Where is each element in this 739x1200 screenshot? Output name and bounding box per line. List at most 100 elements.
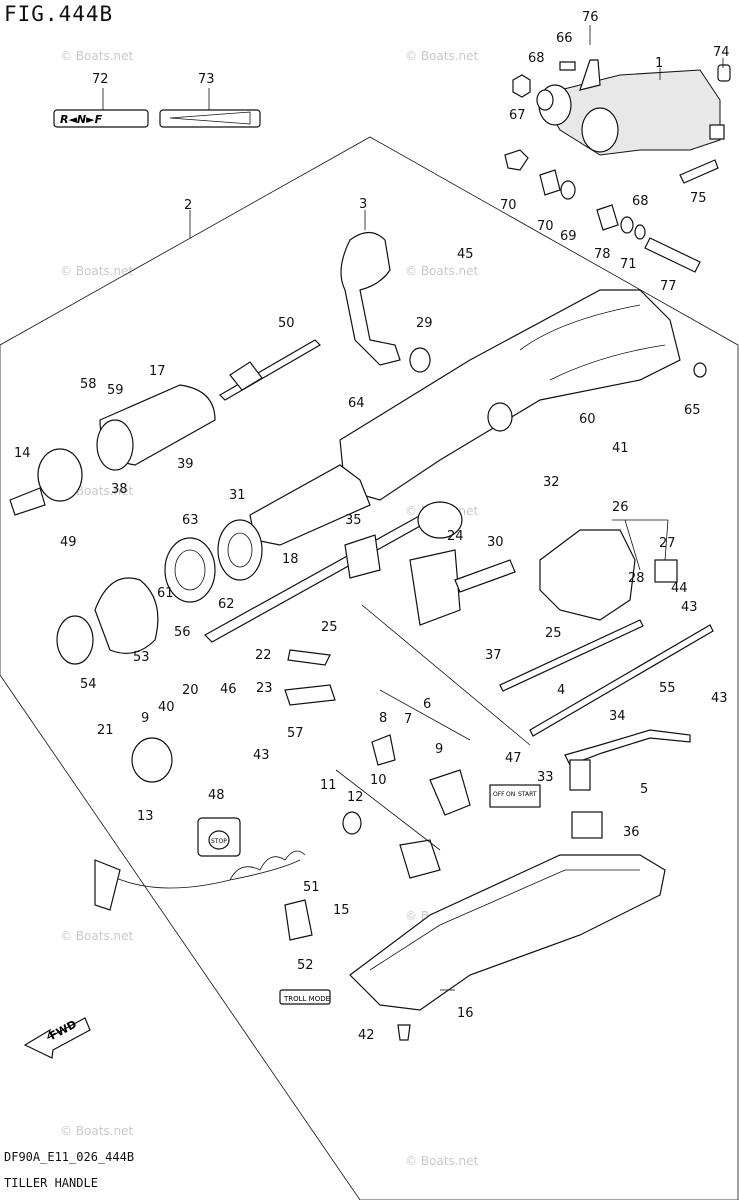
callout-57: 57 — [287, 726, 304, 741]
callout-11: 11 — [320, 778, 337, 793]
callout-1: 1 — [655, 56, 663, 71]
watermark: © Boats.net — [60, 264, 134, 278]
control-unit-26 — [539, 529, 678, 621]
callout-labels: 1 2 3 4 5 6 7 8 9 9 10 11 12 13 14 15 16… — [14, 10, 730, 1043]
figure-title: FIG.444B — [4, 2, 114, 26]
cable-4 — [499, 619, 644, 692]
bracket-1 — [538, 59, 725, 156]
callout-50: 50 — [278, 316, 295, 331]
callout-3: 3 — [359, 197, 367, 212]
callout-8: 8 — [379, 711, 387, 726]
decal-off: OFF — [493, 791, 505, 798]
callout-5: 5 — [640, 782, 648, 797]
friction-parts — [164, 519, 263, 603]
figure-name: TILLER HANDLE — [4, 1176, 98, 1190]
shift-decal-label: R◄N►F — [60, 113, 103, 126]
callout-77: 77 — [660, 279, 677, 294]
decal-72: R◄N►F — [53, 109, 149, 128]
callout-69: 69 — [560, 229, 577, 244]
callout-35: 35 — [345, 513, 362, 528]
callout-74: 74 — [713, 45, 730, 60]
callout-14: 14 — [14, 446, 31, 461]
fwd-arrow-icon: FWD — [23, 1017, 91, 1059]
bracket-23 — [284, 684, 336, 706]
callout-52: 52 — [297, 958, 314, 973]
callout-2: 2 — [184, 198, 192, 213]
callout-36: 36 — [623, 825, 640, 840]
callout-4: 4 — [557, 683, 565, 698]
watermark: © Boats.net — [60, 49, 134, 63]
callout-10: 10 — [370, 773, 387, 788]
callout-58: 58 — [80, 377, 97, 392]
callout-40: 40 — [158, 700, 175, 715]
callout-54: 54 — [80, 677, 97, 692]
coil-cord — [229, 850, 306, 881]
callout-62: 62 — [218, 597, 235, 612]
callout-44: 44 — [671, 581, 688, 596]
knob-53 — [56, 577, 159, 665]
decal-47: OFF ON START — [489, 784, 541, 808]
lower-cover-16 — [349, 854, 666, 1011]
callout-71: 71 — [620, 257, 637, 272]
leader-lines — [102, 25, 724, 991]
callout-72: 72 — [92, 72, 109, 87]
callout-23: 23 — [256, 681, 273, 696]
screw-42 — [397, 1024, 411, 1041]
callout-64: 64 — [348, 396, 365, 411]
ring-12 — [342, 811, 362, 835]
shift-lever-3 — [340, 231, 431, 373]
callout-34: 34 — [609, 709, 626, 724]
callout-12: 12 — [347, 790, 364, 805]
plate-36 — [571, 811, 603, 839]
callout-39: 39 — [177, 457, 194, 472]
callout-27: 27 — [659, 536, 676, 551]
callout-68b: 68 — [632, 194, 649, 209]
callout-7: 7 — [404, 712, 412, 727]
callout-30: 30 — [487, 535, 504, 550]
decal-start: START — [518, 791, 537, 798]
callout-65: 65 — [684, 403, 701, 418]
bracket-35 — [344, 534, 381, 579]
callout-63: 63 — [182, 513, 199, 528]
callout-17: 17 — [149, 364, 166, 379]
callout-78: 78 — [594, 247, 611, 262]
switch-51 — [284, 899, 313, 941]
callout-26: 26 — [612, 500, 629, 515]
callout-29: 29 — [416, 316, 433, 331]
small-parts-top — [504, 61, 731, 273]
assembly-boundary — [0, 136, 739, 1200]
callout-37: 37 — [485, 648, 502, 663]
callout-76: 76 — [582, 10, 599, 25]
callout-55: 55 — [659, 681, 676, 696]
callout-28: 28 — [628, 571, 645, 586]
stop-switch — [399, 839, 441, 879]
callout-56: 56 — [174, 625, 191, 640]
watermark: © Boats.net — [60, 1124, 134, 1138]
callout-43a: 43 — [253, 748, 270, 763]
callout-70a: 70 — [500, 198, 517, 213]
callout-31: 31 — [229, 488, 246, 503]
decal-on: ON — [506, 791, 515, 798]
cam-35 — [417, 501, 463, 539]
switch-24 — [409, 549, 461, 626]
clip-lanyard — [94, 859, 121, 911]
callout-45: 45 — [457, 247, 474, 262]
switch-13 — [131, 737, 173, 783]
switch-8 — [371, 734, 396, 766]
grip-end-49 — [9, 448, 83, 516]
callout-21: 21 — [97, 723, 114, 738]
callout-25b: 25 — [545, 626, 562, 641]
callout-48: 48 — [208, 788, 225, 803]
callout-16: 16 — [457, 1006, 474, 1021]
decal-48: STOP — [197, 817, 241, 857]
callout-73: 73 — [198, 72, 215, 87]
callout-61: 61 — [157, 586, 174, 601]
decal-73 — [159, 109, 261, 128]
callout-41: 41 — [612, 441, 629, 456]
rod-50 — [219, 339, 321, 401]
callout-18: 18 — [282, 552, 299, 567]
watermark: © Boats.net — [405, 264, 479, 278]
callout-9a: 9 — [435, 742, 443, 757]
watermark: © Boats.net — [60, 929, 134, 943]
